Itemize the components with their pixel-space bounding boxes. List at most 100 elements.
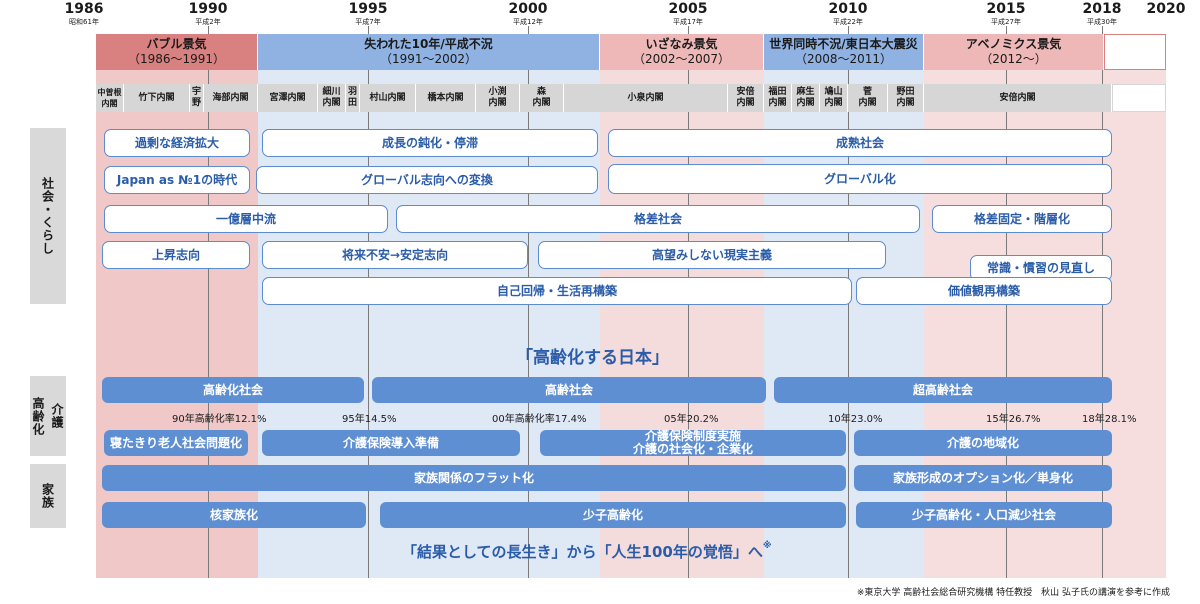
care-item: 介護の地域化 [854, 430, 1112, 456]
family-item: 少子高齢化・人口減少社会 [856, 502, 1112, 528]
cabinet-miyazawa: 宮澤内閣 [258, 84, 318, 112]
era-title: バブル景気 [146, 37, 207, 51]
band-lost-decade [258, 34, 600, 578]
society-item: 過剰な経済拡大 [104, 129, 250, 157]
society-item: 価値観再構築 [856, 277, 1112, 305]
cabinet-obuchi: 小渕 内閣 [476, 84, 520, 112]
aging-rate: 95年14.5% [342, 414, 397, 425]
band-crisis [764, 34, 924, 578]
society-item: 成長の鈍化・停滞 [262, 129, 598, 157]
society-item: 常識・慣習の見直し [970, 255, 1112, 281]
care-item: 寝たきり老人社会問題化 [104, 430, 248, 456]
society-item: 将来不安→安定志向 [262, 241, 528, 269]
cabinet-uno: 宇 野 [190, 84, 204, 112]
era-title: いざなみ景気 [645, 37, 718, 51]
society-item: 高望みしない現実主義 [538, 241, 886, 269]
society-item: 上昇志向 [102, 241, 250, 269]
year-era-label: 平成12年 [513, 18, 543, 26]
aging-rate: 00年高齢化率17.4% [492, 414, 587, 425]
aging-rate: 18年28.1% [1082, 414, 1137, 425]
society-item: 自己回帰・生活再構築 [262, 277, 852, 305]
year-label: 2005 [668, 1, 708, 17]
cabinet-abe-2: 安倍内閣 [924, 84, 1112, 112]
cabinet-kaifu: 海部内閣 [204, 84, 258, 112]
cabinet-hashimoto: 橋本内閣 [416, 84, 476, 112]
family-item: 少子高齢化 [380, 502, 846, 528]
year-label: 2018 [1082, 1, 1122, 17]
aging-headline: 「高齢化する日本」 [516, 348, 669, 368]
band-izanami [600, 34, 764, 578]
cabinet-fukuda: 福田 内閣 [764, 84, 792, 112]
era-period: （2012～） [980, 52, 1047, 66]
cabinet-noda: 野田 内閣 [888, 84, 924, 112]
aging-stage: 高齢化社会 [102, 377, 364, 403]
era-title: 失われた10年/平成不況 [364, 37, 493, 51]
year-era-label: 平成17年 [673, 18, 703, 26]
era-period: （1991～2002） [379, 52, 478, 66]
aging-rate: 90年高齢化率12.1% [172, 414, 267, 425]
era-crisis: 世界同時不況/東日本大震災 （2008～2011） [764, 34, 924, 70]
year-era-label: 平成2年 [195, 18, 221, 26]
family-item: 家族形成のオプション化／単身化 [854, 465, 1112, 491]
year-label: 1995 [348, 1, 388, 17]
section-care-label: 介護 [50, 403, 64, 429]
aging-rate: 10年23.0% [828, 414, 883, 425]
cabinet-takeshita: 竹下内閣 [124, 84, 190, 112]
cabinet-nakasone: 中曽根 内閣 [96, 84, 124, 112]
section-family-label: 家族 [40, 483, 55, 509]
cabinet-future-box [1112, 84, 1166, 112]
era-future-box [1104, 34, 1166, 70]
era-izanami: いざなみ景気 （2002～2007） [600, 34, 764, 70]
aging-rate: 05年20.2% [664, 414, 719, 425]
year-era-label: 平成22年 [833, 18, 863, 26]
era-title: アベノミクス景気 [965, 37, 1062, 51]
cabinet-kan: 菅 内閣 [848, 84, 888, 112]
care-item: 介護保険制度実施 介護の社会化・企業化 [540, 430, 846, 456]
year-label: 1986 [64, 1, 104, 17]
era-period: （2002～2007） [632, 52, 731, 66]
section-society-label: 社会・くらし [40, 177, 55, 255]
section-aging: 高齢化 介護 [30, 376, 66, 456]
year-label: 2000 [508, 1, 548, 17]
era-bubble: バブル景気 （1986～1991） [96, 34, 258, 70]
society-item: 一億層中流 [104, 205, 388, 233]
bottom-headline: 「結果としての長生き」から「人生100年の覚悟」へ※ [402, 541, 772, 562]
aging-stage: 超高齢社会 [774, 377, 1112, 403]
era-title: 世界同時不況/東日本大震災 [769, 37, 918, 51]
year-era-label: 平成30年 [1087, 18, 1117, 26]
cabinet-koizumi: 小泉内閣 [564, 84, 728, 112]
cabinet-abe-1: 安倍 内閣 [728, 84, 764, 112]
year-tick [208, 26, 209, 578]
cabinet-hatoyama: 鳩山 内閣 [820, 84, 848, 112]
year-era-label: 平成27年 [991, 18, 1021, 26]
section-society: 社会・くらし [30, 128, 66, 304]
family-item: 核家族化 [102, 502, 366, 528]
band-abenomics [924, 34, 1166, 578]
society-item: 成熟社会 [608, 129, 1112, 157]
year-era-label: 昭和61年 [69, 18, 99, 26]
era-lost-decade: 失われた10年/平成不況 （1991～2002） [258, 34, 600, 70]
band-bubble [96, 34, 258, 578]
section-aging-label: 高齢化 [31, 396, 45, 436]
society-item: グローバル化 [608, 164, 1112, 194]
cabinet-mori: 森 内閣 [520, 84, 564, 112]
cabinet-murayama: 村山内閣 [360, 84, 416, 112]
year-label: 1990 [188, 1, 228, 17]
year-label: 2010 [828, 1, 868, 17]
era-period: （1986～1991） [127, 52, 226, 66]
care-item: 介護保険導入準備 [262, 430, 520, 456]
section-family: 家族 [30, 464, 66, 528]
cabinet-aso: 麻生 内閣 [792, 84, 820, 112]
society-item: Japan as №1の時代 [104, 166, 250, 194]
cabinet-hosokawa: 細川 内閣 [318, 84, 346, 112]
year-era-label: 平成7年 [355, 18, 381, 26]
era-abenomics: アベノミクス景気 （2012～） [924, 34, 1104, 70]
aging-stage: 高齢社会 [372, 377, 766, 403]
aging-rate: 15年26.7% [986, 414, 1041, 425]
era-period: （2008～2011） [794, 52, 893, 66]
footnote: ※東京大学 高齢社会総合研究機構 特任教授 秋山 弘子氏の講演を参考に作成 [856, 588, 1170, 598]
society-item: グローバル志向への変換 [256, 166, 598, 194]
cabinet-hata: 羽 田 [346, 84, 360, 112]
year-label: 2020 [1146, 1, 1186, 17]
family-item: 家族関係のフラット化 [102, 465, 846, 491]
